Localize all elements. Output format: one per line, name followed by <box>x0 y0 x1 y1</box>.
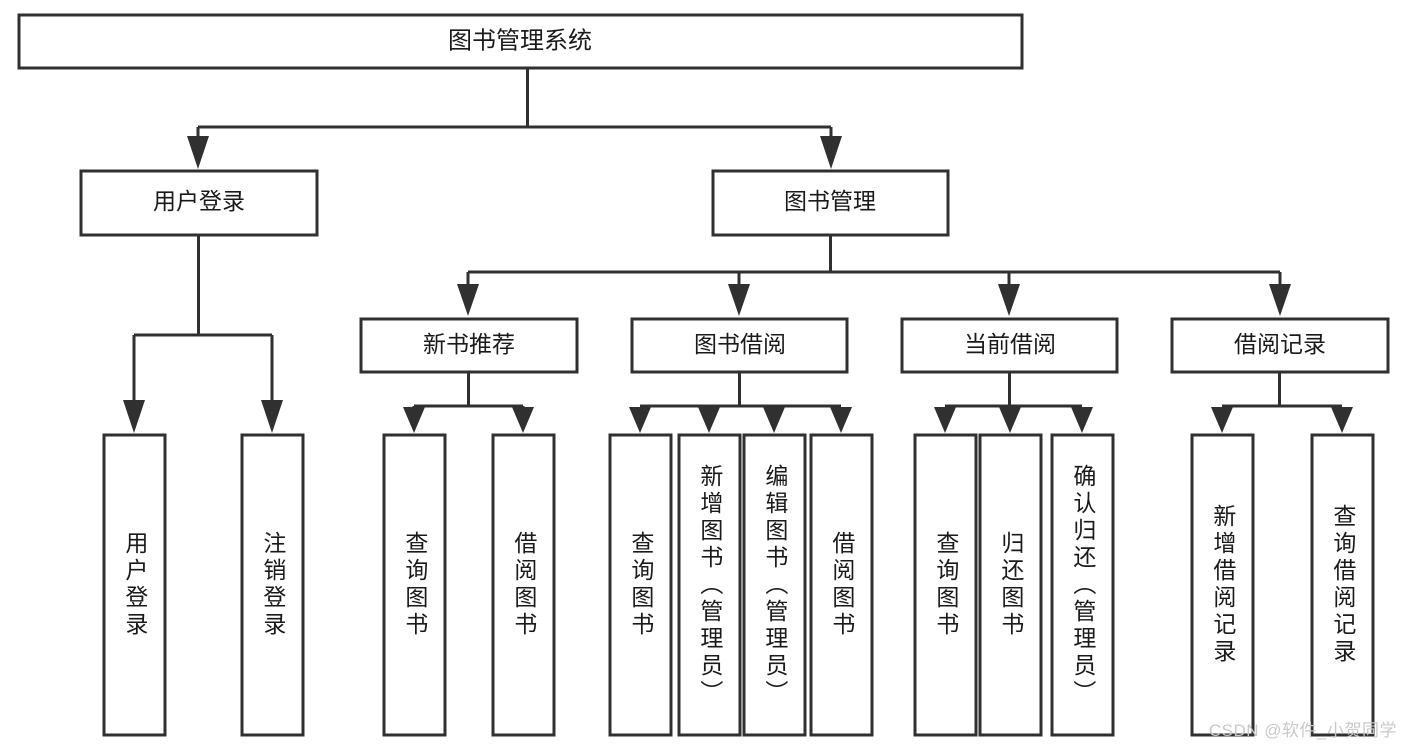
node-label-user-login: 用户登录 <box>153 188 245 214</box>
arrow-head-leaf-query-book-3 <box>934 407 956 433</box>
arrow-head-user-login <box>187 136 209 169</box>
arrow-head-book-manage <box>820 136 842 169</box>
arrow-head-leaf-borrow-book-1 <box>512 407 534 433</box>
node-label-book-borrow: 图书借阅 <box>694 331 786 357</box>
node-box-book-manage[interactable] <box>711 169 950 237</box>
arrow-head-leaf-edit-book <box>763 407 785 433</box>
node-label-borrow-record: 借阅记录 <box>1234 331 1326 357</box>
node-box-leaf-return-book[interactable] <box>978 433 1043 737</box>
node-box-leaf-add-book[interactable] <box>677 433 742 737</box>
arrow-head-book-borrow <box>728 284 750 316</box>
node-box-leaf-user-login[interactable] <box>102 433 167 737</box>
node-label-root: 图书管理系统 <box>448 27 592 54</box>
csdn-watermark: CSDN @软件_小贺同学 <box>1208 721 1397 740</box>
node-box-leaf-query-book-3[interactable] <box>913 433 978 737</box>
arrow-head-leaf-user-login <box>123 400 145 433</box>
arrow-head-leaf-confirm-return <box>1071 407 1093 433</box>
node-box-leaf-query-book-1[interactable] <box>382 433 447 737</box>
node-box-borrow-record[interactable] <box>1170 317 1390 374</box>
node-box-leaf-borrow-book-1[interactable] <box>491 433 556 737</box>
arrow-head-current-borrow <box>998 284 1020 316</box>
arrow-head-leaf-add-record <box>1211 407 1233 433</box>
node-box-leaf-edit-book[interactable] <box>742 433 807 737</box>
arrow-head-leaf-borrow-book-2 <box>830 407 852 433</box>
arrow-head-borrow-record <box>1269 284 1291 316</box>
node-label-current-borrow: 当前借阅 <box>964 331 1056 357</box>
arrow-head-leaf-return-book <box>999 407 1021 433</box>
arrow-head-leaf-query-book-2 <box>629 407 651 433</box>
node-label-book-manage: 图书管理 <box>784 188 876 214</box>
arrow-head-new-book-recommend <box>457 284 479 316</box>
node-box-new-book-recommend[interactable] <box>359 317 579 374</box>
node-box-leaf-confirm-return[interactable] <box>1050 433 1115 737</box>
arrow-head-leaf-query-book-1 <box>403 407 425 433</box>
node-box-leaf-borrow-book-2[interactable] <box>809 433 874 737</box>
node-box-book-borrow[interactable] <box>630 317 849 374</box>
node-box-leaf-query-book-2[interactable] <box>608 433 673 737</box>
node-box-leaf-logout[interactable] <box>240 433 305 737</box>
node-box-current-borrow[interactable] <box>900 317 1119 374</box>
node-label-new-book-recommend: 新书推荐 <box>423 331 515 357</box>
node-box-root[interactable] <box>17 13 1024 70</box>
arrow-head-leaf-logout <box>261 400 283 433</box>
node-box-leaf-add-record[interactable] <box>1190 433 1255 737</box>
node-box-leaf-query-record[interactable] <box>1310 433 1375 737</box>
arrow-head-leaf-add-book <box>698 407 720 433</box>
arrow-head-leaf-query-record <box>1331 407 1353 433</box>
